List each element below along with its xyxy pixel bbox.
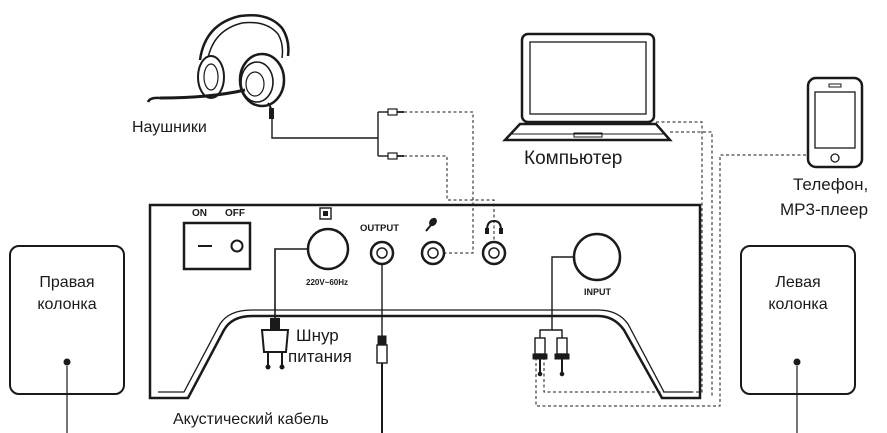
right-speaker-label-line2: колонка <box>37 296 97 313</box>
headphones-label: Наушники <box>132 119 207 136</box>
phone-label-line1: Телефон, <box>793 175 869 194</box>
switch-on-label: ON <box>192 208 207 219</box>
dashed-connections <box>404 111 806 407</box>
left-speaker <box>740 245 856 433</box>
input-label: INPUT <box>584 287 612 297</box>
input-cable <box>539 256 575 338</box>
microphone-jack <box>420 240 446 266</box>
power-cord-label-line1: Шнур <box>296 326 339 345</box>
power-socket <box>306 207 350 271</box>
voltage-label: 220V~60Hz <box>306 278 348 287</box>
rca-plug-left <box>532 337 548 377</box>
amplifier-body <box>148 203 702 400</box>
speaker-cable-plug <box>376 264 388 433</box>
output-label: OUTPUT <box>360 223 399 234</box>
right-speaker <box>9 245 125 433</box>
output-jack <box>369 240 395 266</box>
power-switch[interactable] <box>182 221 252 271</box>
computer-label: Компьютер <box>524 148 623 169</box>
power-cord <box>260 248 308 370</box>
input-knob <box>572 232 622 282</box>
headset-icon <box>146 14 290 119</box>
rca-plug-right <box>554 337 570 377</box>
headset-cable <box>271 119 378 139</box>
microphone-icon <box>425 217 437 232</box>
phone-icon <box>806 76 864 169</box>
switch-off-label: OFF <box>225 208 245 219</box>
left-speaker-label-line2: колонка <box>768 296 828 313</box>
speaker-cable-label: Акустический кабель <box>173 411 329 428</box>
phone-label-line2: МР3-плеер <box>780 200 869 219</box>
headset-splitter <box>377 108 404 160</box>
left-speaker-label-line1: Левая <box>775 274 821 291</box>
right-speaker-label-line1: Правая <box>39 274 95 291</box>
power-cord-label-line2: питания <box>288 347 352 366</box>
headphones-jack <box>481 240 507 266</box>
laptop-icon <box>502 32 673 142</box>
